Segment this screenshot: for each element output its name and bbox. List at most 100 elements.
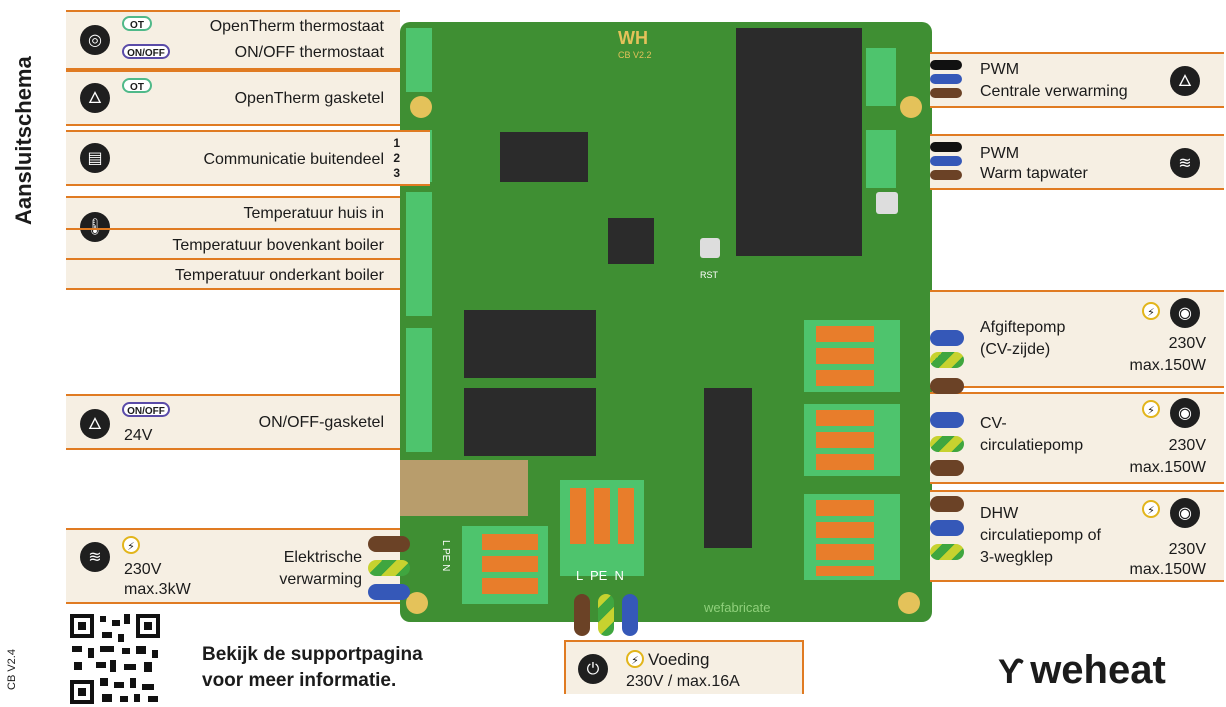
cv-circ-voltage: 230V: [1168, 437, 1206, 454]
bolt-icon: ⚡: [1142, 302, 1160, 320]
elektrische-power: max.3kW: [124, 581, 191, 598]
panel-voeding: ⏻ ⚡ Voeding 230V / max.16A: [564, 640, 804, 694]
rst-label: RST: [700, 270, 718, 280]
voeding-spec: 230V / max.16A: [626, 673, 740, 690]
support-line1: Bekijk de supportpagina: [202, 644, 423, 665]
panel-gasketel-onoff: 🜂 ON/OFF 24V ON/OFF-gasketel: [66, 394, 400, 450]
pin-3: 3: [393, 166, 400, 180]
panel-pwm-tap: PWM Warm tapwater ≋: [930, 134, 1224, 190]
ot-badge: OT: [122, 78, 152, 93]
pwm-tap-line1: PWM: [980, 145, 1020, 162]
pin-2: 2: [393, 151, 400, 165]
onoff-badge: ON/OFF: [122, 44, 170, 59]
qr-code[interactable]: [68, 612, 162, 706]
maker-label: wefabricate: [704, 600, 771, 615]
pwm-tap-line2: Warm tapwater: [980, 165, 1088, 182]
dhw-line3: 3-wegklep: [980, 549, 1053, 566]
panel-thermostat: ◎ OT ON/OFF OpenTherm thermostaat ON/OFF…: [66, 10, 400, 70]
temperature-1: Temperatuur huis in: [243, 205, 384, 222]
board-brand: WH: [618, 28, 648, 48]
weheat-logo-mark-icon: ϒ: [998, 653, 1025, 691]
terminal-temperature: [406, 192, 432, 316]
afgifte-line1: Afgiftepomp: [980, 319, 1066, 336]
dhw-power: max.150W: [1129, 561, 1206, 578]
onoff-badge: ON/OFF: [122, 402, 170, 417]
mount-hole: [900, 96, 922, 118]
thermostat-line1: OpenTherm thermostaat: [209, 18, 384, 35]
pump-icon: ◉: [1170, 498, 1200, 528]
wire-earth: [598, 594, 614, 636]
wire-blue: [368, 584, 410, 600]
id-card-icon: ▤: [80, 143, 110, 173]
support-line2: voor meer informatie.: [202, 670, 397, 691]
terminal-pwm-tap: [866, 130, 896, 188]
panel-cv-circ: CV- circulatiepomp ⚡ ◉ 230V max.150W: [930, 392, 1224, 484]
terminal-thermostat: [406, 28, 432, 92]
dhw-line1: DHW: [980, 505, 1019, 522]
support-text: Bekijk de supportpagina voor meer inform…: [202, 642, 423, 694]
side-title: Aansluitschema: [11, 56, 36, 225]
bolt-icon: ⚡: [1142, 500, 1160, 518]
flame-icon: 🜂: [1170, 66, 1200, 96]
panel-elektrische: ≋ ⚡ 230V max.3kW Elektrische verwarming: [66, 528, 400, 604]
dhw-line2: circulatiepomp of: [980, 527, 1101, 544]
pwm-cv-line1: PWM: [980, 61, 1020, 78]
elektrische-voltage: 230V: [124, 561, 162, 578]
gasketel-onoff-label: ON/OFF-gasketel: [258, 414, 384, 431]
fuse-holder: [400, 460, 528, 516]
mount-hole: [410, 96, 432, 118]
thermostat-line2: ON/OFF thermostaat: [234, 44, 384, 61]
relay-1: [464, 310, 596, 378]
temperature-2: Temperatuur bovenkant boiler: [172, 237, 384, 254]
panel-afgifte: Afgiftepomp (CV-zijde) ⚡ ◉ 230V max.150W: [930, 290, 1224, 388]
communicatie-label: Communicatie buitendeel: [203, 151, 384, 168]
wire-blue: [622, 594, 638, 636]
dhw-voltage: 230V: [1168, 541, 1206, 558]
mount-hole: [898, 592, 920, 614]
mcu-chip: [608, 218, 654, 264]
elektrische-term-labels: L PE N: [440, 540, 451, 572]
temperature-3: Temperatuur onderkant boiler: [174, 267, 384, 284]
cv-circ-line1: CV-: [980, 415, 1007, 432]
wire-brown: [368, 536, 410, 552]
pcb-board: WH CB V2.2 RST L PE N L PE N wefabricate: [400, 22, 932, 622]
wire-earth: [368, 560, 410, 576]
terminal-gasketel: [406, 328, 432, 452]
bolt-icon: ⚡: [1142, 400, 1160, 418]
wire-brown: [574, 594, 590, 636]
panel-temperature: 🌡 Temperatuur huis in Temperatuur bovenk…: [66, 196, 400, 290]
elektrische-line2: verwarming: [279, 571, 362, 588]
plug-icon: ⏻: [578, 654, 608, 684]
triac-block: [704, 388, 752, 548]
afgifte-voltage: 230V: [1168, 335, 1206, 352]
board-version: CB V2.2: [618, 50, 652, 60]
gasketel-ot-label: OpenTherm gasketel: [234, 90, 384, 107]
pwm-cv-line2: Centrale verwarming: [980, 83, 1128, 100]
thermostat-icon: ◎: [80, 25, 110, 55]
thermometer-icon: 🌡: [80, 212, 110, 242]
panel-communicatie: ▤ Communicatie buitendeel 1 2 3: [66, 130, 430, 186]
bolt-icon: ⚡: [122, 536, 140, 554]
voeding-terms: L PE N: [576, 568, 624, 583]
rst-button[interactable]: [700, 238, 720, 258]
heater-icon: ≋: [80, 542, 110, 572]
cv-circ-power: max.150W: [1129, 459, 1206, 476]
button-switch[interactable]: [876, 192, 898, 214]
afgifte-power: max.150W: [1129, 357, 1206, 374]
voeding-title: Voeding: [648, 650, 710, 669]
flame-icon: 🜂: [80, 409, 110, 439]
flame-icon: 🜂: [80, 83, 110, 113]
weheat-logo-text: weheat: [1030, 648, 1166, 692]
elektrische-line1: Elektrische: [283, 549, 362, 566]
panel-gasketel-ot: 🜂 OT OpenTherm gasketel: [66, 70, 400, 126]
pin-1: 1: [393, 136, 400, 150]
gasketel-onoff-voltage: 24V: [124, 427, 153, 444]
pump-icon: ◉: [1170, 298, 1200, 328]
relay-2: [464, 388, 596, 456]
mount-hole: [406, 592, 428, 614]
panel-pwm-cv: PWM Centrale verwarming 🜂: [930, 52, 1224, 108]
relay-block: [736, 28, 862, 256]
pump-icon: ◉: [1170, 398, 1200, 428]
ot-badge: OT: [122, 16, 152, 31]
